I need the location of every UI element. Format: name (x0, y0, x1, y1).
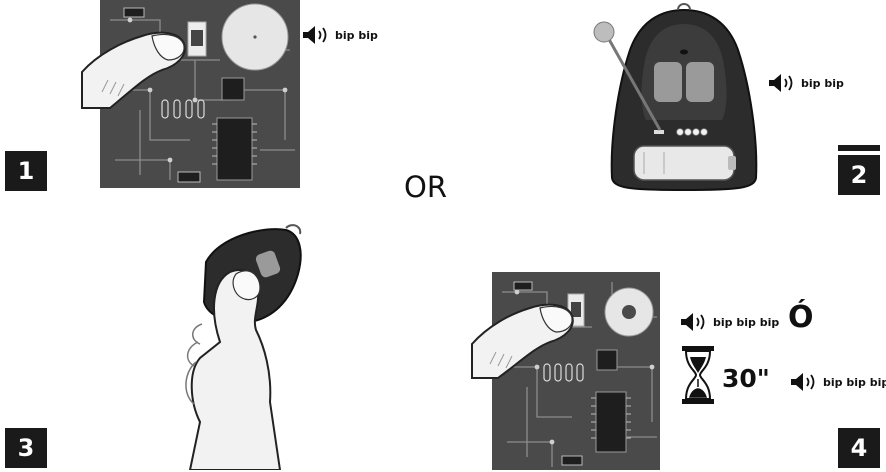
speaker-icon (681, 313, 705, 331)
beep-text: bip bip (335, 28, 378, 42)
beep-text: bip bip bip (823, 375, 886, 389)
step-number-1: 1 (5, 151, 47, 191)
speaker-icon (791, 373, 815, 391)
beep-text: bip bip (801, 76, 844, 90)
step-number-2: 2 (838, 151, 880, 195)
step-number-4: 4 (838, 428, 880, 468)
or-connector: OR (404, 170, 447, 204)
timer-label: 30" (722, 364, 770, 393)
step-number-3: 3 (5, 428, 47, 468)
remote-battery-open (593, 3, 758, 192)
beep-text: bip bip bip (713, 315, 780, 329)
finger-pressing-icon-4 (471, 303, 574, 379)
beep-sound-2: bip bip (768, 73, 844, 93)
circuit-board-1 (100, 0, 300, 188)
hourglass-icon (682, 346, 714, 404)
beep-sound-4: bip bip bip (790, 372, 886, 392)
finger-pressing-icon-1 (81, 31, 186, 109)
hand-holding-remote (185, 224, 302, 470)
speaker-icon (303, 26, 327, 44)
alternative-marker: Ó (788, 300, 814, 335)
beep-sound-3: bip bip bip (680, 312, 779, 332)
circuit-board-4 (492, 272, 660, 470)
speaker-icon (769, 74, 793, 92)
beep-sound-1: bip bip (302, 25, 378, 45)
